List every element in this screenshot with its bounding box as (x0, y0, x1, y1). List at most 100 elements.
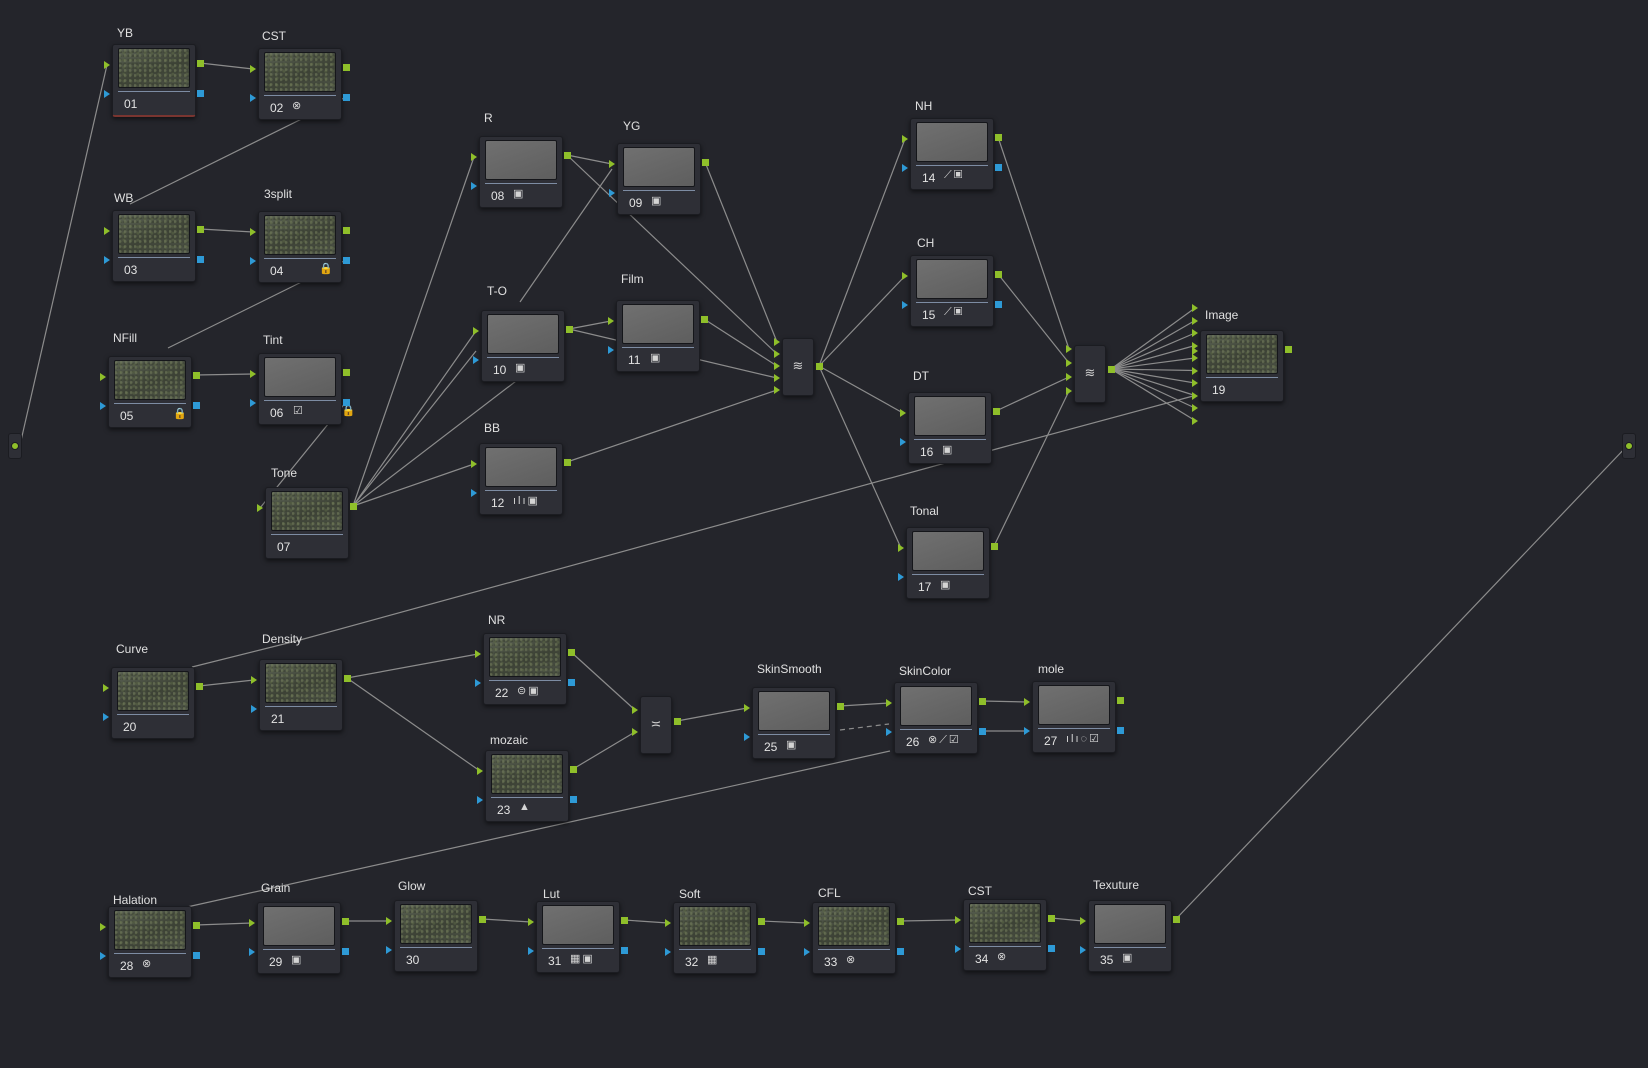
alpha-output-port[interactable] (758, 948, 765, 955)
alpha-output-port[interactable] (979, 728, 986, 735)
alpha-output-port[interactable] (995, 301, 1002, 308)
rgb-input-port[interactable] (475, 650, 481, 658)
node-03[interactable]: 03 (112, 210, 196, 282)
alpha-input-port[interactable] (104, 90, 110, 98)
alpha-input-port[interactable] (386, 946, 392, 954)
mixer-input-port[interactable] (774, 386, 780, 394)
alpha-output-port[interactable] (568, 679, 575, 686)
node-15[interactable]: 15 ⟋▣ (910, 255, 994, 327)
alpha-input-port[interactable] (608, 346, 614, 354)
rgb-input-port[interactable] (900, 409, 906, 417)
rgb-output-port[interactable] (196, 683, 203, 690)
rgb-output-port[interactable] (702, 159, 709, 166)
rgb-input-port[interactable] (1024, 698, 1030, 706)
alpha-input-port[interactable] (886, 728, 892, 736)
alpha-output-port[interactable] (1048, 945, 1055, 952)
rgb-input-port[interactable] (473, 327, 479, 335)
node-20[interactable]: 20 (111, 667, 195, 739)
rgb-output-port[interactable] (1285, 346, 1292, 353)
rgb-input-port[interactable] (665, 919, 671, 927)
alpha-input-port[interactable] (902, 301, 908, 309)
image-input-port[interactable] (1192, 316, 1198, 325)
rgb-output-port[interactable] (350, 503, 357, 510)
rgb-input-port[interactable] (898, 544, 904, 552)
output-node[interactable] (1622, 433, 1636, 459)
image-input-port[interactable] (1192, 304, 1198, 312)
rgb-input-port[interactable] (744, 704, 750, 712)
rgb-output-port[interactable] (897, 918, 904, 925)
alpha-output-port[interactable] (342, 948, 349, 955)
rgb-output-port[interactable] (343, 64, 350, 71)
rgb-output-port[interactable] (1173, 916, 1180, 923)
alpha-input-port[interactable] (902, 164, 908, 172)
rgb-output-port[interactable] (343, 369, 350, 376)
alpha-output-port[interactable] (343, 257, 350, 264)
rgb-input-port[interactable] (886, 699, 892, 707)
alpha-output-port[interactable] (995, 164, 1002, 171)
alpha-input-port[interactable] (475, 679, 481, 687)
rgb-output-port[interactable] (979, 698, 986, 705)
rgb-output-port[interactable] (193, 372, 200, 379)
alpha-output-port[interactable] (193, 952, 200, 959)
image-input-port[interactable] (1192, 341, 1198, 350)
layer-mixer-1[interactable]: ≋ (782, 338, 814, 396)
node-16[interactable]: 16 ▣ (908, 392, 992, 464)
rgb-input-port[interactable] (250, 228, 256, 236)
node-11[interactable]: 11 ▣ (616, 300, 700, 372)
rgb-input-port[interactable] (250, 65, 256, 73)
rgb-input-port[interactable] (608, 317, 614, 325)
rgb-output-port[interactable] (570, 766, 577, 773)
alpha-input-port[interactable] (665, 948, 671, 956)
mixer-input-port[interactable] (1066, 345, 1072, 353)
image-input-port[interactable] (1192, 379, 1198, 387)
rgb-output-port[interactable] (1117, 697, 1124, 704)
source-input-node[interactable] (8, 433, 22, 459)
node-25[interactable]: 25 ▣ (752, 687, 836, 759)
rgb-output-port[interactable] (991, 543, 998, 550)
alpha-input-port[interactable] (251, 705, 257, 713)
rgb-output-port[interactable] (197, 60, 204, 67)
rgb-input-port[interactable] (250, 370, 256, 378)
rgb-input-port[interactable] (100, 923, 106, 931)
image-input-port[interactable] (1192, 366, 1198, 375)
rgb-input-port[interactable] (257, 504, 263, 512)
rgb-input-port[interactable] (103, 684, 109, 692)
image-input-port[interactable] (1192, 404, 1198, 412)
node-14[interactable]: 14 ⟋▣ (910, 118, 994, 190)
rgb-input-port[interactable] (100, 373, 106, 381)
rgb-output-port[interactable] (566, 326, 573, 333)
node-27[interactable]: 27 ılı◌☑ (1032, 681, 1116, 753)
rgb-output-port[interactable] (344, 675, 351, 682)
alpha-output-port[interactable] (897, 948, 904, 955)
alpha-input-port[interactable] (609, 189, 615, 197)
node-33[interactable]: 33 ⊗ (812, 902, 896, 974)
node-23[interactable]: 23 ▲ (485, 750, 569, 822)
rgb-output-port[interactable] (197, 226, 204, 233)
rgb-output-port[interactable] (564, 459, 571, 466)
rgb-output-port[interactable] (758, 918, 765, 925)
rgb-input-port[interactable] (609, 160, 615, 168)
alpha-input-port[interactable] (100, 402, 106, 410)
alpha-output-port[interactable] (343, 399, 350, 406)
rgb-input-port[interactable] (902, 135, 908, 143)
image-input-port[interactable] (1192, 329, 1198, 337)
alpha-output-port[interactable] (343, 94, 350, 101)
mixer-input-port[interactable] (774, 362, 780, 370)
rgb-output-port[interactable] (993, 408, 1000, 415)
node-22[interactable]: 22 ⊜▣ (483, 633, 567, 705)
rgb-output-port[interactable] (342, 918, 349, 925)
splitter-input-port[interactable] (632, 728, 638, 736)
node-01[interactable]: 01 (112, 44, 196, 117)
rgb-output-port[interactable] (343, 227, 350, 234)
node-19[interactable]: 19 (1200, 330, 1284, 402)
rgb-input-port[interactable] (386, 917, 392, 925)
rgb-input-port[interactable] (1080, 917, 1086, 925)
node-29[interactable]: 29 ▣ (257, 902, 341, 974)
node-31[interactable]: 31 ▦▣ (536, 901, 620, 973)
rgb-input-port[interactable] (477, 767, 483, 775)
alpha-input-port[interactable] (744, 733, 750, 741)
node-30[interactable]: 30 (394, 900, 478, 972)
rgb-input-port[interactable] (471, 153, 477, 161)
alpha-output-port[interactable] (621, 947, 628, 954)
